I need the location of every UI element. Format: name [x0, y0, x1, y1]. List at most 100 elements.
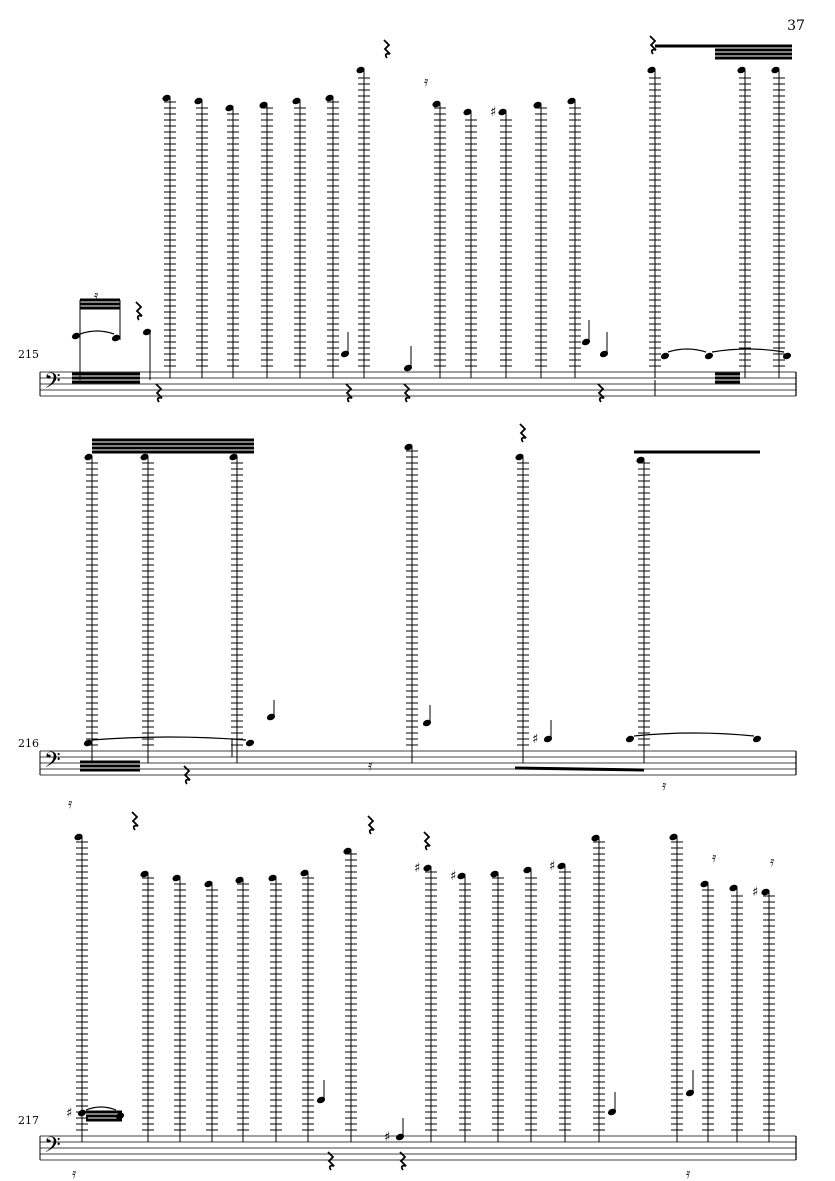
page-number: 37 — [787, 18, 805, 34]
note — [343, 847, 357, 1142]
notehead — [737, 66, 746, 74]
notehead — [162, 94, 171, 102]
sixteenth-rest: 𝄿 — [94, 288, 99, 304]
notehead — [423, 864, 432, 872]
notehead — [403, 364, 413, 372]
notehead — [761, 888, 770, 896]
notehead — [607, 1108, 617, 1116]
sharp-icon: ♯ — [490, 105, 496, 120]
notehead — [74, 833, 83, 841]
note — [162, 94, 176, 378]
notehead — [83, 739, 93, 747]
sharp-icon: ♯ — [414, 861, 420, 876]
grace-group — [71, 300, 152, 380]
notehead — [395, 1133, 405, 1141]
notehead — [235, 876, 244, 884]
note — [404, 443, 418, 763]
quarter-rest — [423, 831, 431, 851]
tie — [91, 736, 247, 741]
sixteenth-rest: 𝄿 — [424, 74, 429, 90]
note — [647, 66, 661, 378]
note — [490, 870, 504, 1142]
system-215: 215 𝄢 𝄿 ♯ 𝄿 — [18, 35, 797, 403]
sharp-icon: ♯ — [384, 1130, 390, 1145]
notehead — [463, 108, 472, 116]
beam-bar — [514, 766, 645, 772]
notehead — [515, 453, 524, 461]
sharp-icon: ♯ — [532, 732, 538, 747]
sixteenth-rest: 𝄿 — [68, 796, 73, 812]
notehead — [316, 1096, 326, 1104]
note — [259, 101, 273, 378]
note — [235, 876, 249, 1142]
notehead — [77, 1109, 87, 1117]
notehead — [685, 1089, 695, 1097]
quarter-rest — [367, 815, 375, 835]
sharp-icon: ♯ — [752, 885, 758, 900]
system-216: 216𝄢♯𝄿𝄿𝄿 — [18, 423, 797, 812]
notehead — [457, 872, 466, 880]
tie — [85, 1106, 117, 1111]
notehead — [111, 334, 121, 342]
note — [423, 864, 437, 1142]
beam-bottom-right — [715, 372, 740, 384]
note — [194, 97, 208, 378]
beam-top-right-sub — [715, 48, 792, 60]
notehead — [225, 104, 234, 112]
note — [432, 100, 446, 378]
note — [761, 888, 775, 1142]
note — [700, 880, 714, 1142]
notehead — [432, 100, 441, 108]
notehead — [669, 833, 678, 841]
note — [325, 94, 339, 378]
note — [669, 833, 683, 1142]
beam-bottom-left — [80, 760, 140, 772]
notehead — [229, 453, 238, 461]
notehead — [599, 350, 609, 358]
notehead — [523, 866, 532, 874]
quarter-rest — [345, 383, 353, 403]
tie — [633, 732, 755, 737]
notehead — [404, 443, 413, 451]
note — [533, 101, 547, 378]
beam-left — [86, 1110, 122, 1122]
sixteenth-rest: 𝄿 — [770, 854, 775, 870]
sharp-icon: ♯ — [450, 869, 456, 884]
note — [229, 453, 243, 763]
note — [567, 97, 581, 378]
notehead — [422, 719, 432, 727]
notehead — [498, 108, 507, 116]
notehead — [115, 1112, 125, 1120]
note — [356, 66, 370, 378]
notehead — [325, 94, 334, 102]
notehead — [782, 352, 792, 360]
staff: 𝄢 — [39, 1133, 797, 1163]
sixteenth-rest: 𝄿 — [662, 778, 667, 794]
note — [729, 884, 743, 1142]
sixteenth-rest: 𝄿 — [368, 758, 373, 774]
notehead — [343, 847, 352, 855]
notehead — [581, 338, 591, 346]
note — [74, 833, 88, 1142]
notehead — [636, 456, 645, 464]
quarter-rest — [399, 1151, 407, 1171]
quarter-rest — [135, 301, 143, 321]
bass-clef-icon: 𝄢 — [44, 369, 61, 399]
note — [268, 874, 282, 1142]
note — [172, 874, 186, 1142]
notehead — [533, 101, 542, 109]
sixteenth-rest: 𝄿 — [686, 1166, 691, 1181]
sharp-icon: ♯ — [66, 1106, 72, 1121]
measure-number: 215 — [18, 348, 39, 361]
notehead — [591, 834, 600, 842]
quarter-rest — [183, 765, 191, 785]
quarter-rest — [519, 423, 527, 443]
notehead — [204, 880, 213, 888]
notehead — [700, 880, 709, 888]
quarter-rest — [403, 383, 411, 403]
tie — [667, 348, 707, 353]
staff: 𝄢 — [39, 369, 797, 399]
quarter-rest — [597, 383, 605, 403]
note — [771, 66, 785, 378]
